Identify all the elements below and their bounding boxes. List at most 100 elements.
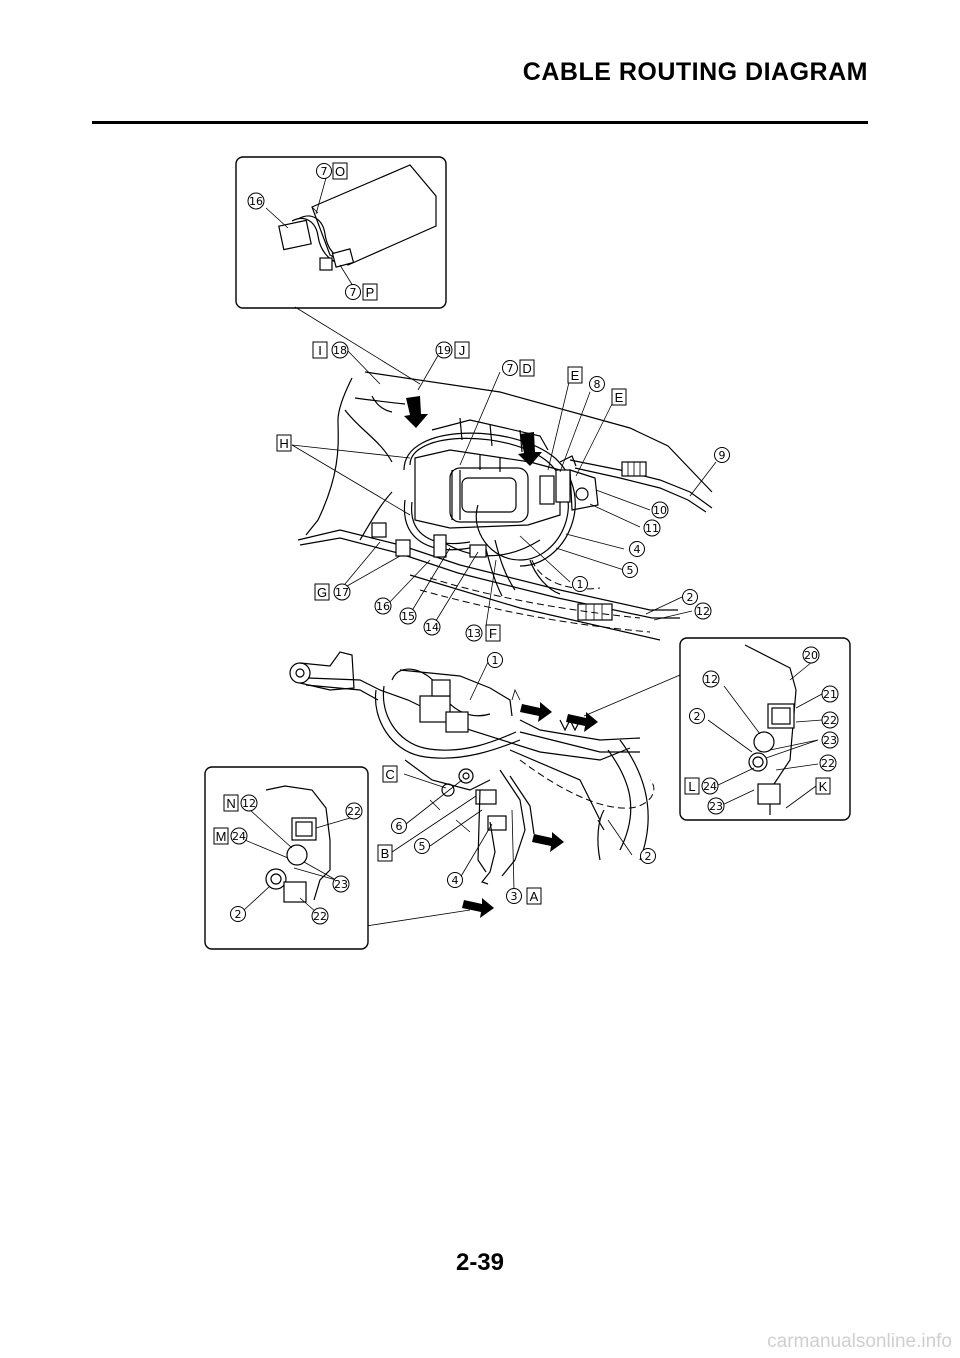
header-rule <box>92 121 868 124</box>
inset-top-unit <box>311 164 437 266</box>
svg-text:N: N <box>226 796 235 811</box>
svg-text:16: 16 <box>249 195 263 208</box>
svg-text:4: 4 <box>452 874 459 887</box>
svg-text:1: 1 <box>492 654 499 667</box>
svg-text:18: 18 <box>333 344 347 357</box>
callout-11: 11 <box>643 519 661 537</box>
callout-2: 2 <box>689 708 705 724</box>
callout-8: 8 <box>589 376 605 392</box>
callout-letter-M: M <box>213 827 229 845</box>
svg-text:5: 5 <box>419 840 426 853</box>
callout-23: 23 <box>821 731 839 749</box>
svg-text:A: A <box>530 889 539 904</box>
callout-23: 23 <box>707 797 725 815</box>
callout-6: 6 <box>391 818 407 834</box>
svg-text:7: 7 <box>321 165 328 178</box>
svg-text:24: 24 <box>703 780 717 793</box>
svg-text:15: 15 <box>401 610 415 623</box>
svg-text:3: 3 <box>511 890 518 903</box>
svg-text:23: 23 <box>334 878 348 891</box>
svg-text:21: 21 <box>823 688 837 701</box>
callout-4: 4 <box>629 541 645 557</box>
svg-text:6: 6 <box>396 820 403 833</box>
svg-text:M: M <box>216 829 227 844</box>
callout-16: 16 <box>374 597 392 615</box>
inset-top-frame <box>235 156 447 309</box>
callout-16: 16 <box>247 192 265 210</box>
callout-4: 4 <box>447 872 463 888</box>
inset-right <box>679 637 851 821</box>
svg-text:23: 23 <box>823 734 837 747</box>
svg-text:2: 2 <box>687 591 694 604</box>
callout-7: 7 <box>502 360 518 376</box>
callout-letter-L: L <box>684 777 700 795</box>
callout-12: 12 <box>694 602 712 620</box>
inset-top-leader <box>294 306 421 385</box>
callout-23: 23 <box>332 875 350 893</box>
callout-letter-I: I <box>312 341 328 359</box>
callout-letter-A: A <box>526 887 542 905</box>
callout-1: 1 <box>572 576 588 592</box>
inset-top-coupler <box>278 219 312 251</box>
callout-letter-F: F <box>485 624 501 642</box>
callout-24: 24 <box>230 827 248 845</box>
cable-loop <box>409 437 569 561</box>
direction-arrow <box>566 712 598 732</box>
svg-text:13: 13 <box>467 627 481 640</box>
svg-text:D: D <box>522 361 531 376</box>
callout-2: 2 <box>230 906 246 922</box>
svg-text:12: 12 <box>242 797 256 810</box>
svg-text:12: 12 <box>696 605 710 618</box>
svg-text:11: 11 <box>645 522 659 535</box>
callout-19: 19 <box>435 341 453 359</box>
svg-text:I: I <box>318 343 322 358</box>
upper-assembly <box>291 350 717 641</box>
svg-text:P: P <box>366 285 375 300</box>
callout-letter-P: P <box>362 283 378 301</box>
lower-assembly <box>289 651 681 927</box>
callout-letter-K: K <box>815 777 831 795</box>
direction-arrow <box>532 832 564 852</box>
svg-text:7: 7 <box>507 362 514 375</box>
svg-text:2: 2 <box>694 710 701 723</box>
svg-text:4: 4 <box>634 543 641 556</box>
callout-17: 17 <box>333 583 351 601</box>
direction-arrow <box>404 396 428 428</box>
frame-left-curve <box>305 377 353 536</box>
inset-left-frame <box>204 766 369 950</box>
svg-text:17: 17 <box>335 586 349 599</box>
callout-2: 2 <box>640 848 656 864</box>
callout-13: 13 <box>465 624 483 642</box>
callout-12: 12 <box>240 794 258 812</box>
callout-letter-D: D <box>519 359 535 377</box>
svg-text:F: F <box>489 626 497 641</box>
inset-right-frame <box>679 637 851 821</box>
callout-24: 24 <box>701 777 719 795</box>
callout-7: 7 <box>316 163 332 179</box>
direction-arrow <box>462 898 494 918</box>
inset-top <box>235 156 447 385</box>
callout-12: 12 <box>702 670 720 688</box>
watermark: carmanualsonline.info <box>767 1331 952 1352</box>
svg-text:G: G <box>317 585 327 600</box>
svg-text:12: 12 <box>704 673 718 686</box>
svg-text:2: 2 <box>235 908 242 921</box>
svg-text:1: 1 <box>577 578 584 591</box>
svg-text:E: E <box>615 390 624 405</box>
callout-18: 18 <box>331 341 349 359</box>
page-number: 2-39 <box>455 1249 505 1276</box>
callout-22: 22 <box>311 907 329 925</box>
callout-letter-H: H <box>276 434 292 452</box>
pivot-bolt <box>289 662 311 684</box>
svg-text:9: 9 <box>719 449 726 462</box>
callout-10: 10 <box>651 501 669 519</box>
svg-text:L: L <box>688 779 695 794</box>
svg-text:23: 23 <box>709 800 723 813</box>
callout-letter-E: E <box>611 388 627 406</box>
callout-letter-J: J <box>454 341 470 359</box>
svg-text:C: C <box>385 767 394 782</box>
callout-letter-C: C <box>382 765 398 783</box>
lower-harness <box>374 689 521 759</box>
svg-text:19: 19 <box>437 344 451 357</box>
svg-text:22: 22 <box>823 714 837 727</box>
